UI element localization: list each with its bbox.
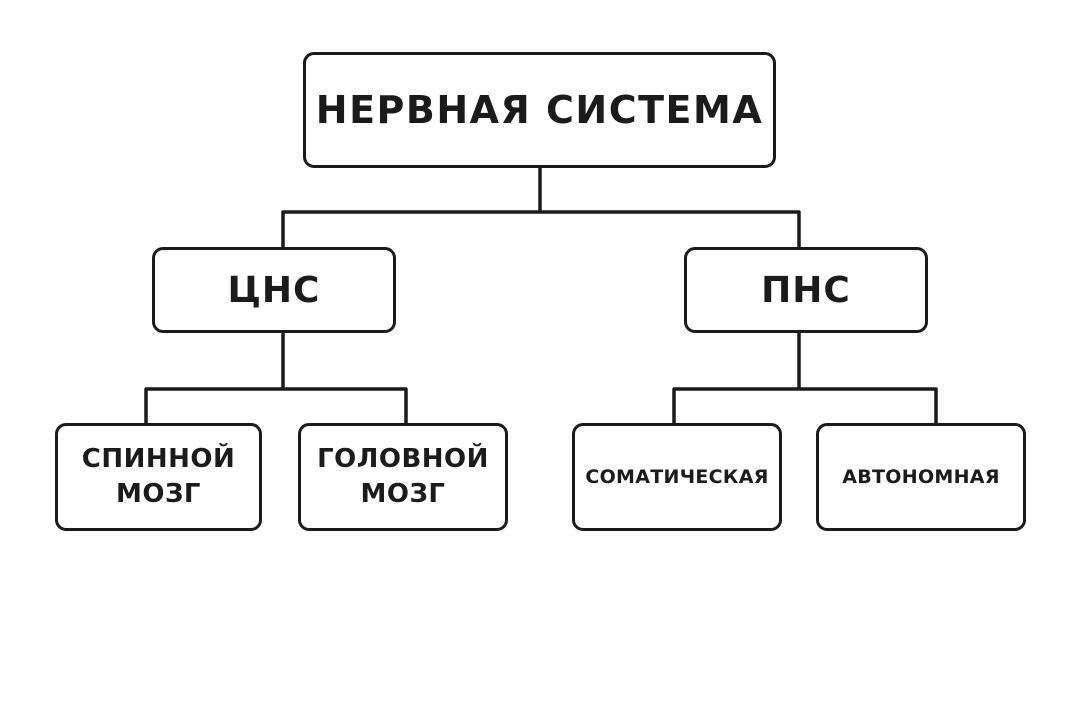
node-nervous-system: НЕРВНАЯ СИСТЕМА [303, 52, 776, 168]
node-autonomic-label: АВТОНОМНАЯ [842, 466, 1000, 488]
node-brain-label: ГОЛОВНОЙ МОЗГ [317, 444, 489, 509]
node-cns: ЦНС [152, 247, 396, 333]
node-cns-label: ЦНС [227, 269, 321, 311]
node-somatic-label: СОМАТИЧЕСКАЯ [585, 466, 769, 488]
node-brain: ГОЛОВНОЙ МОЗГ [298, 423, 508, 531]
node-pns: ПНС [684, 247, 928, 333]
node-spinal-cord: СПИННОЙ МОЗГ [55, 423, 262, 531]
node-spinal-cord-label: СПИННОЙ МОЗГ [81, 444, 236, 509]
node-pns-label: ПНС [761, 269, 851, 311]
connector-root-to-level1 [281, 168, 801, 249]
node-autonomic: АВТОНОМНАЯ [816, 423, 1026, 531]
connector-cns-to-children [144, 333, 408, 425]
node-somatic: СОМАТИЧЕСКАЯ [572, 423, 782, 531]
node-nervous-system-label: НЕРВНАЯ СИСТЕМА [315, 88, 764, 132]
connector-pns-to-children [672, 333, 938, 425]
